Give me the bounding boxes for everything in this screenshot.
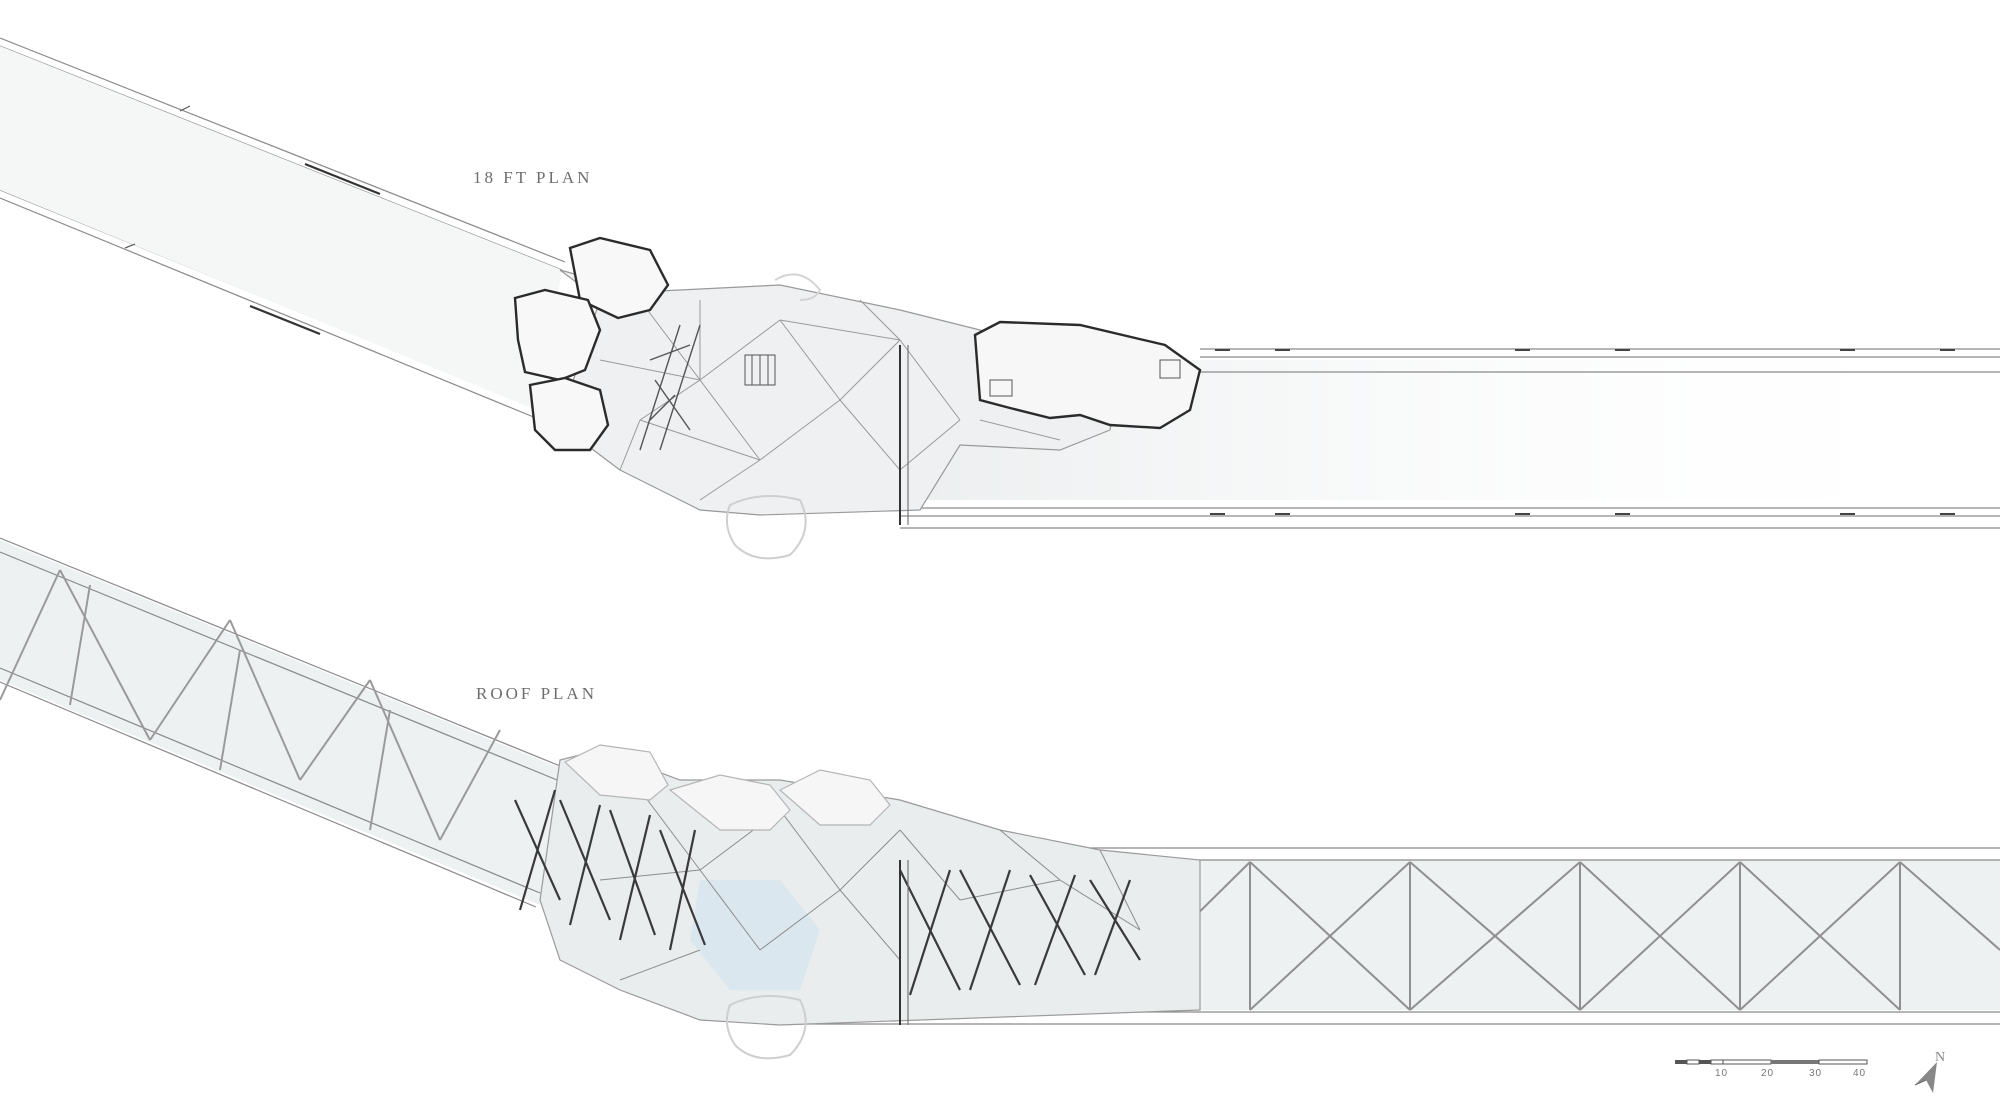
- scale-tick-20: 20: [1761, 1068, 1775, 1079]
- scale-tick-40: 40: [1853, 1068, 1867, 1079]
- north-letter: N: [1935, 1050, 1946, 1065]
- plan-title-18ft: 18 FT PLAN: [473, 168, 593, 187]
- scale-bar: [1675, 1059, 1868, 1065]
- room-east-18ft: [973, 320, 1202, 430]
- roof-x-bracing: [513, 789, 1141, 996]
- roof-east-truss: [1099, 861, 2000, 1011]
- scale-tick-10: 10: [1715, 1068, 1729, 1079]
- roof-diagonal-truss: [0, 569, 501, 841]
- lobe-south-18ft: [725, 495, 807, 560]
- plan-title-roof: ROOF PLAN: [476, 684, 597, 703]
- lobe-south-roof: [725, 995, 807, 1060]
- scale-tick-30: 30: [1809, 1068, 1823, 1079]
- roof-diagonal-band: [0, 540, 565, 905]
- plan-roof: [0, 537, 2000, 1060]
- pods-west: [513, 236, 670, 452]
- roof-pods: [563, 744, 891, 831]
- diagonal-truss-18ft: [639, 324, 701, 451]
- plan-18ft: [0, 37, 2000, 560]
- north-arrow-icon: [1914, 1062, 1937, 1093]
- stairs-18ft: [744, 354, 1181, 397]
- diagonal-walkway-upper: [0, 37, 566, 419]
